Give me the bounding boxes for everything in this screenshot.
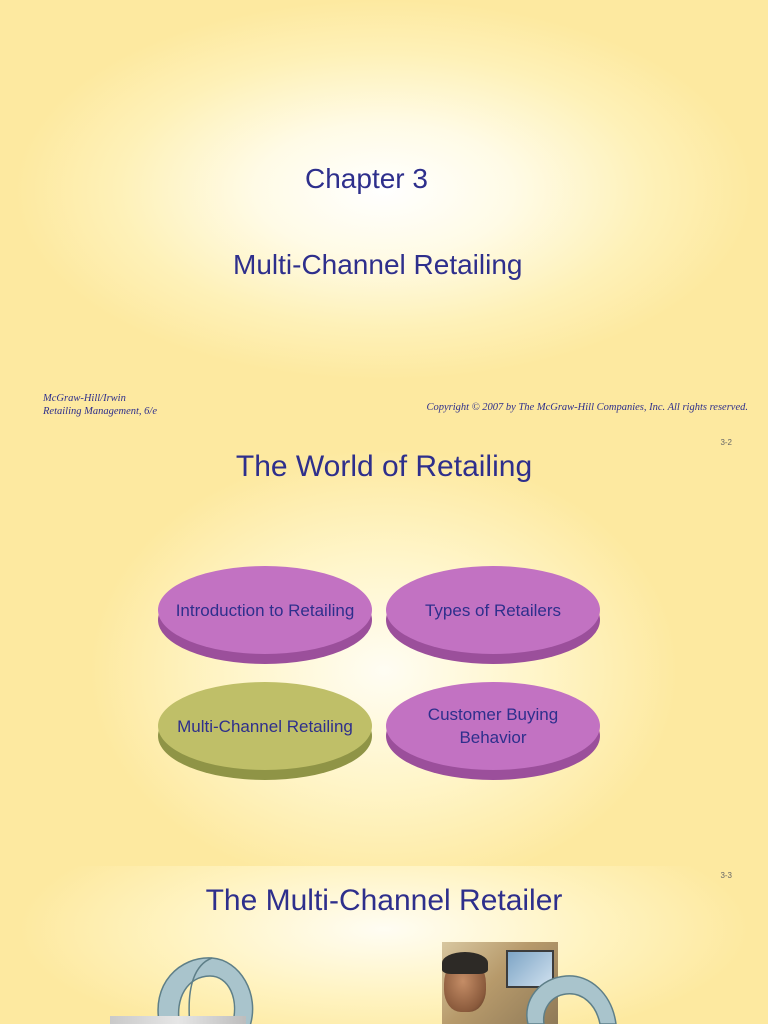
cycle-arc-inner-line [188, 957, 213, 1024]
cycle-arrow-right-graphic [526, 975, 617, 1024]
oval-label: Types of Retailers [424, 600, 562, 620]
title-slide: Chapter 3 Multi-Channel Retailing McGraw… [0, 0, 768, 432]
footer-publisher-block: McGraw-Hill/Irwin Retailing Management, … [43, 392, 157, 418]
slide-number: 3-3 [720, 871, 732, 880]
cycle-arrow-graphic [157, 957, 254, 1024]
oval-customer-buying-behavior: Customer Buying Behavior [386, 682, 600, 782]
person-hair [442, 952, 488, 974]
footer-book: Retailing Management, 6/e [43, 406, 158, 417]
oval-label: Multi-Channel Retailing [177, 716, 353, 736]
chapter-title: Multi-Channel Retailing [233, 249, 523, 280]
cycle-arc-shape [157, 957, 254, 1024]
oval-introduction-to-retailing: Introduction to Retailing [158, 566, 372, 666]
oval-face: Introduction to Retailing [158, 566, 372, 654]
oval-face: Types of Retailers [386, 566, 600, 654]
oval-face: Customer Buying Behavior [386, 682, 600, 770]
footer-publisher: McGraw-Hill/Irwin [43, 393, 126, 404]
oval-label: Customer Buying Behavior [427, 705, 559, 747]
oval-multi-channel-retailing: Multi-Channel Retailing [158, 682, 372, 782]
chapter-heading: Chapter 3 [305, 163, 428, 194]
multi-channel-retailer-slide: 3-3 The Multi-Channel Retailer [0, 866, 768, 1024]
cycle-arc-shape [526, 975, 617, 1024]
call-center-photo [442, 942, 558, 1024]
oval-types-of-retailers: Types of Retailers [386, 566, 600, 666]
slide-title: The Multi-Channel Retailer [205, 884, 563, 917]
gray-graphic-strip [110, 1016, 246, 1024]
oval-label: Introduction to Retailing [175, 600, 355, 620]
copyright-notice: Copyright © 2007 by The McGraw-Hill Comp… [426, 402, 749, 413]
oval-face: Multi-Channel Retailing [158, 682, 372, 770]
slide-number: 3-2 [720, 438, 732, 447]
slide-title: The World of Retailing [235, 450, 533, 483]
world-of-retailing-slide: 3-2 The World of Retailing Introduction … [0, 432, 768, 866]
